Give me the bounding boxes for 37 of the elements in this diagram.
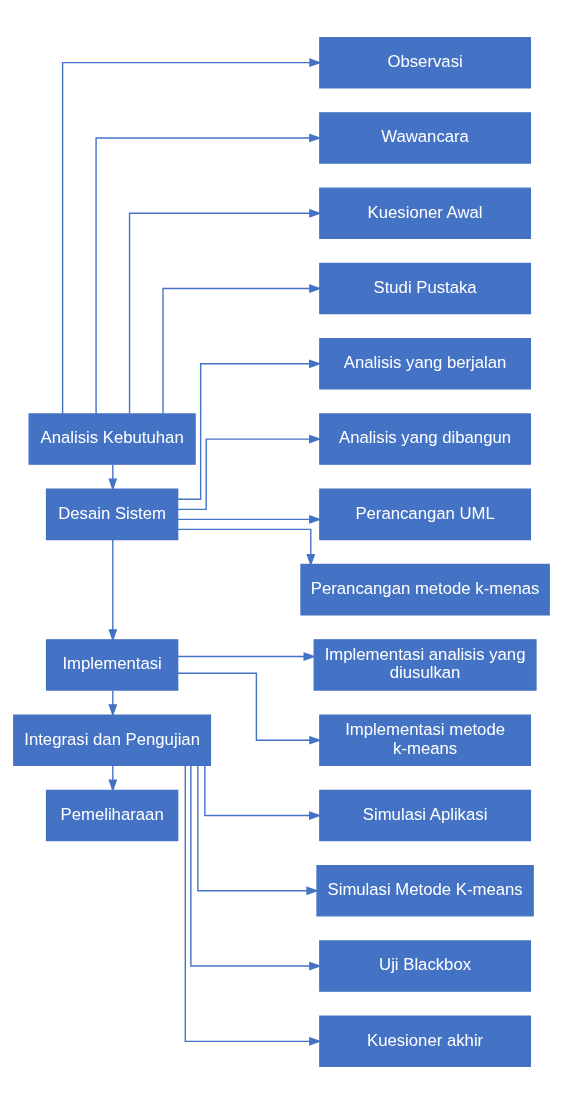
arrow xyxy=(177,672,322,745)
node-box: Kuesioner akhir xyxy=(319,1015,532,1068)
node-box: Implementasi xyxy=(45,639,179,691)
arrow xyxy=(190,764,322,971)
node-box: Kuesioner Awal xyxy=(319,187,532,240)
node-box: Pemeliharaan xyxy=(45,789,179,842)
node-box: Perancangan metode k-menas xyxy=(300,563,550,616)
arrow xyxy=(177,359,322,500)
arrow xyxy=(108,689,118,717)
node-box: Analisis yang dibangun xyxy=(319,413,532,465)
node-box: Observasi xyxy=(319,36,532,89)
node-box: Integrasi dan Pengujian xyxy=(13,714,212,766)
arrow xyxy=(61,58,322,415)
node-box: Perancangan UML xyxy=(319,488,532,541)
node-box: Analisis yang berjalan xyxy=(319,338,532,390)
arrow xyxy=(184,764,322,1046)
arrow xyxy=(95,133,322,415)
node-box: Studi Pustaka xyxy=(319,262,532,315)
arrow xyxy=(108,463,118,491)
arrow xyxy=(177,434,322,511)
node-box: Desain Sistem xyxy=(45,488,179,541)
node-box: Uji Blackbox xyxy=(319,940,532,992)
node-box: Analisis Kebutuhan xyxy=(28,413,196,465)
arrow xyxy=(177,652,317,661)
arrow xyxy=(128,208,322,415)
arrow xyxy=(204,765,322,820)
arrow xyxy=(197,765,319,896)
arrow xyxy=(162,284,322,415)
node-box: Implementasi analisis yang diusulkan xyxy=(313,639,537,691)
node-box: Implementasi metode k-means xyxy=(319,714,532,766)
arrow xyxy=(108,539,118,642)
arrow xyxy=(177,528,316,567)
node-box: Wawancara xyxy=(319,112,532,164)
arrow xyxy=(108,765,118,793)
node-box: Simulasi Metode K-means xyxy=(316,864,534,917)
node-box: Simulasi Aplikasi xyxy=(319,789,532,842)
arrow xyxy=(177,515,322,524)
